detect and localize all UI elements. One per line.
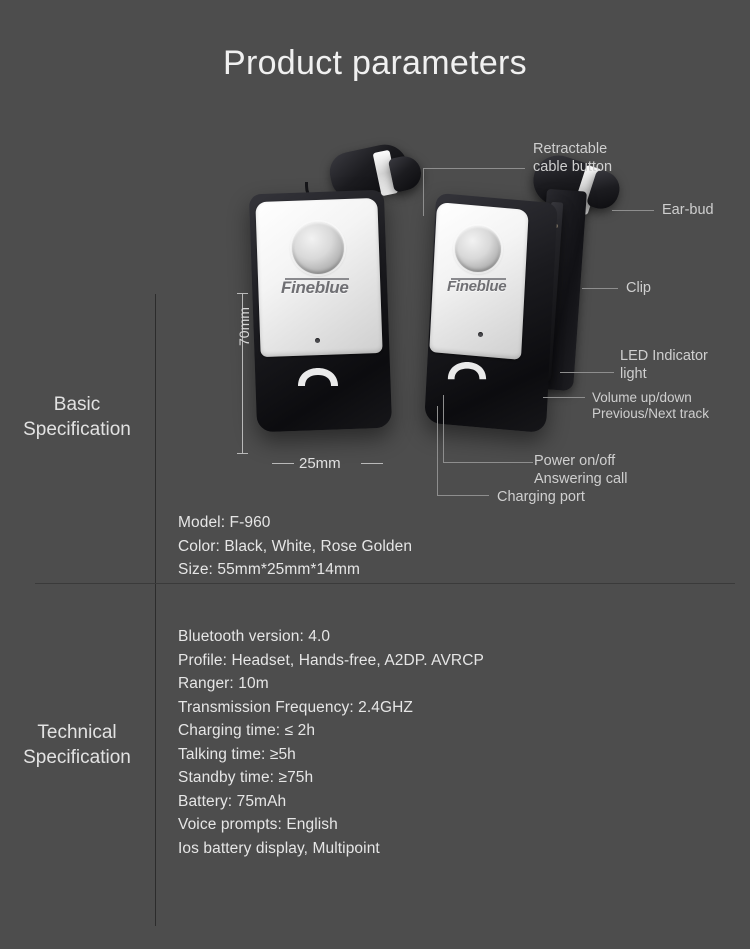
led-indicator-device1 (315, 338, 320, 343)
callout-led-indicator-light: LED Indicator light (620, 347, 708, 383)
leader-retractable-cable-button (423, 168, 485, 216)
dimension-height-cap-bottom (237, 453, 248, 454)
spec-item: Model: F-960 (178, 514, 271, 531)
leader-retractable-cable-button-tail (485, 168, 525, 169)
answer-call-icon-device2 (447, 361, 487, 380)
dimension-width-line-right (361, 463, 383, 464)
spec-item: Ranger: 10m (178, 675, 269, 692)
basic-specification-list: Model: F-960 Color: Black, White, Rose G… (178, 511, 412, 582)
callout-line1: LED Indicator (620, 348, 708, 364)
vertical-divider (155, 294, 156, 926)
technical-specification-list: Bluetooth version: 4.0 Profile: Headset,… (178, 625, 484, 860)
row-label-technical-specification: Technical Specification (2, 720, 152, 770)
spec-item: Ios battery display, Multipoint (178, 839, 380, 857)
callout-line1: Volume up/down (592, 390, 692, 405)
dimension-height-label: 70mm (236, 307, 252, 346)
row-label-basic-line1: Basic (53, 394, 101, 415)
callout-power-answering-call: Power on/off Answering call (534, 452, 628, 488)
retractable-cable-button-device1[interactable] (292, 222, 344, 274)
callout-line1: Charging port (497, 489, 585, 505)
spec-item: Charging time: ≤ 2h (178, 722, 316, 739)
retractable-cable-button-device2[interactable] (455, 226, 501, 272)
dimension-width-line-left (272, 463, 294, 464)
leader-charging-port (437, 406, 489, 496)
callout-line2: light (620, 366, 647, 382)
callout-line1: Ear-bud (662, 202, 714, 218)
callout-line1: Retractable (533, 141, 608, 157)
callout-volume-previous-next-track: Volume up/down Previous/Next track (592, 390, 709, 422)
page-title: Product parameters (223, 44, 527, 82)
leader-clip (582, 288, 618, 289)
row-label-basic-line2: Specification (23, 419, 131, 440)
callout-line2: Answering call (534, 471, 628, 487)
brand-logo-device2: Fineblue (447, 278, 507, 295)
callout-retractable-cable-button: Retractable cable button (533, 140, 612, 176)
spec-item: Bluetooth version: 4.0 (178, 628, 331, 645)
leader-ear-bud (612, 210, 654, 211)
spec-item: Voice prompts: English (178, 816, 338, 833)
callout-line2: Previous/Next track (592, 406, 710, 421)
spec-item: Talking time: ≥5h (178, 745, 296, 763)
callout-line1: Power on/off (534, 453, 616, 469)
dimension-width-label: 25mm (299, 455, 341, 472)
spec-item: Size: 55mm*25mm*14mm (178, 561, 361, 578)
horizontal-divider (35, 583, 735, 584)
leader-power-answering (443, 395, 533, 463)
led-indicator-device2 (478, 332, 483, 337)
spec-item: Profile: Headset, Hands-free, A2DP. AVRC… (178, 651, 484, 669)
callout-charging-port: Charging port (497, 488, 585, 506)
dimension-height-line (242, 293, 243, 453)
callout-ear-bud: Ear-bud (662, 201, 714, 219)
earbud-tip-device1 (387, 153, 425, 193)
brand-logo-device1: Fineblue (281, 278, 349, 297)
callout-line1: Clip (626, 280, 651, 296)
spec-item: Battery: 75mAh (178, 792, 287, 810)
row-label-basic-specification: Basic Specification (2, 392, 152, 442)
answer-call-icon-device1 (298, 368, 338, 386)
spec-item: Color: Black, White, Rose Golden (178, 537, 413, 555)
leader-volume-track (543, 397, 585, 398)
row-label-technical-line1: Technical (37, 722, 117, 743)
spec-item: Standby time: ≥75h (178, 769, 314, 786)
product-photo-area: Fineblue Fineblue (155, 120, 750, 520)
spec-item: Transmission Frequency: 2.4GHZ (178, 698, 414, 716)
leader-led-indicator (560, 372, 614, 373)
row-label-technical-line2: Specification (23, 747, 131, 768)
callout-line2: cable button (533, 159, 613, 175)
callout-clip: Clip (626, 279, 651, 297)
